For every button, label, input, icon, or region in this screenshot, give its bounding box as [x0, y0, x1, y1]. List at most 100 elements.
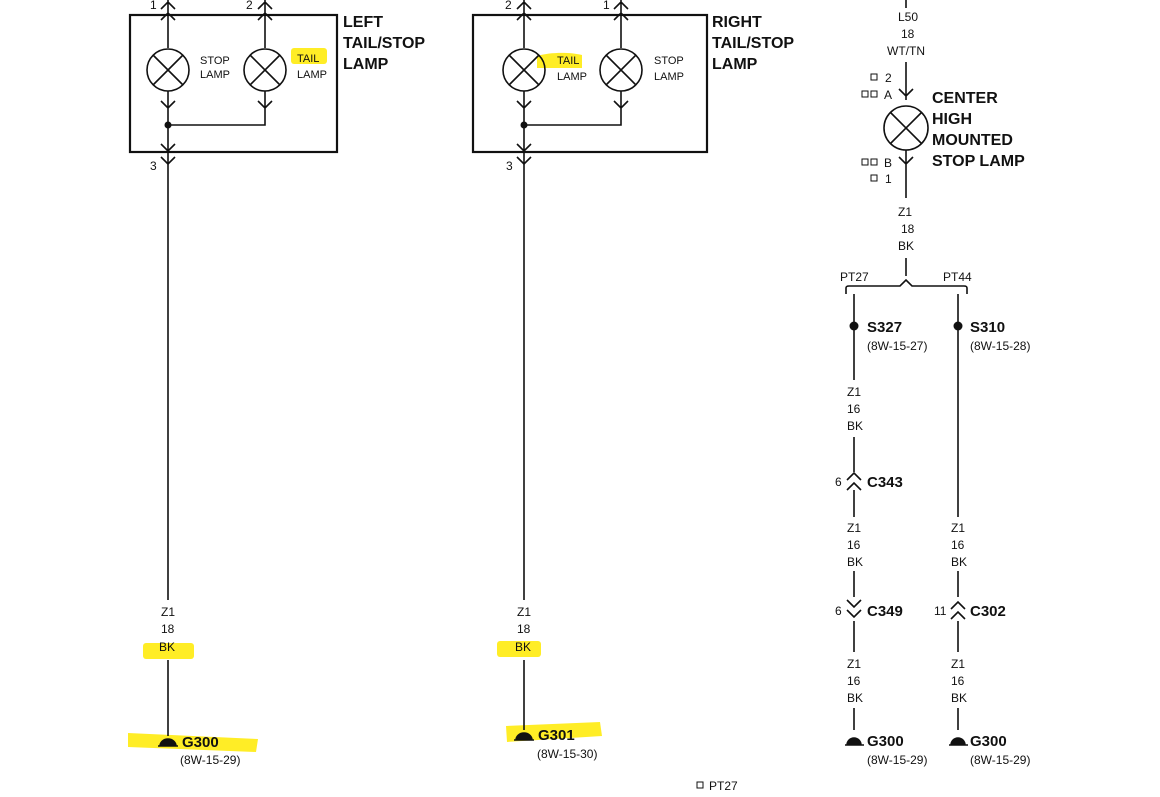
right-pin-1-connector-icon: [613, 0, 629, 48]
right-lamp-title-2: TAIL/STOP: [712, 35, 794, 52]
left-tail-stop-lamp-assembly: 1 2 STOP LAMP TAIL LAMP 3 LEFT TAIL/STOP…: [128, 0, 425, 173]
legend-pt27: PT27: [709, 779, 738, 793]
pin-b-square-3-icon: [870, 174, 878, 182]
highlight-left-bk: [143, 643, 194, 659]
left-stop-bulb-icon: [146, 48, 190, 92]
left-wire-2: 18: [161, 622, 175, 636]
c349-pin: 6: [835, 604, 842, 618]
pin-b-square-2-icon: [870, 158, 878, 166]
chmsl-out-wire-top: [898, 150, 914, 198]
chmsl-title-2: HIGH: [932, 111, 972, 128]
right-internal-wiring: [516, 91, 629, 166]
s327-ref: (8W-15-27): [867, 339, 927, 353]
pin-a-square-icon: [870, 73, 878, 81]
wire-b1-1: Z1: [951, 521, 965, 535]
g300-b-label: G300: [970, 733, 1007, 750]
pin-a-square-3-icon: [870, 90, 878, 98]
left-lamp-box: [128, 13, 339, 154]
g300-a-ground-icon: [845, 737, 864, 746]
left-lamp-title-2: TAIL/STOP: [343, 35, 425, 52]
right-stop-lamp-label-1: STOP: [654, 55, 684, 67]
left-pin-3-connector-icon: [160, 156, 176, 166]
wire-a2-3: BK: [847, 555, 863, 569]
left-splice-dot: [164, 121, 172, 129]
left-wire-3: BK: [159, 640, 175, 654]
c343-pin: 6: [835, 475, 842, 489]
highlight-right-bk: [497, 641, 541, 657]
g300-a-label: G300: [867, 733, 904, 750]
wire-a3-3: BK: [847, 691, 863, 705]
wire-a3-2: 16: [847, 674, 861, 688]
g300-a-ref: (8W-15-29): [867, 753, 927, 767]
pin-a-square-2-icon: [861, 90, 869, 98]
left-stop-lamp-label-2: LAMP: [200, 69, 230, 81]
left-internal-wiring: [160, 91, 273, 166]
right-lamp-box: [471, 13, 709, 154]
c343-connector-icon: [846, 471, 862, 491]
wire-b2-2: 16: [951, 674, 965, 688]
right-tail-lamp-label-2: LAMP: [557, 71, 587, 83]
chmsl-pin-b: B: [884, 156, 892, 170]
chmsl-title-1: CENTER: [932, 90, 998, 107]
right-pin-2-connector-icon: [516, 0, 532, 48]
left-pin-1-connector-icon: [160, 0, 176, 48]
left-g300-ref: (8W-15-29): [180, 753, 240, 767]
chmsl-out-1: Z1: [898, 205, 912, 219]
g300-b-ground-icon: [949, 737, 968, 746]
right-wire-3: BK: [515, 640, 531, 654]
highlight-marks: [128, 48, 602, 752]
right-stop-lamp-label-2: LAMP: [654, 71, 684, 83]
g301-ref: (8W-15-30): [537, 747, 597, 761]
left-tail-lamp-label-2: LAMP: [297, 69, 327, 81]
right-tail-stop-lamp-assembly: 2 1 TAIL LAMP STOP LAMP 3 RIGHT TAIL/STO…: [471, 0, 794, 173]
c302-connector-icon: [950, 600, 966, 620]
right-splice-dot: [520, 121, 528, 129]
wire-a1-2: 16: [847, 402, 861, 416]
wire-b1-2: 16: [951, 538, 965, 552]
wire-a3-1: Z1: [847, 657, 861, 671]
left-tail-lamp-label-1: TAIL: [297, 53, 319, 65]
right-tail-lamp-label-1: TAIL: [557, 55, 579, 67]
chmsl-feed-1: L50: [898, 10, 918, 24]
left-tail-bulb-icon: [243, 48, 287, 92]
pin-b-square-icon: [861, 158, 869, 166]
s310-label: S310: [970, 319, 1005, 336]
left-ground-icon: [158, 738, 178, 747]
left-stop-lamp-label-1: STOP: [200, 55, 230, 67]
left-pin-1-label: 1: [150, 0, 157, 12]
chmsl-assembly: L50 18 WT/TN 2 A CENTER HIGH MOUNTED STO…: [861, 0, 1025, 276]
chmsl-feed-wire: [898, 0, 914, 100]
highlight-left-tail: [291, 48, 327, 64]
right-wire-2: 18: [517, 622, 531, 636]
chmsl-pin-b-num: 1: [885, 172, 892, 186]
c349-label: C349: [867, 603, 903, 620]
c302-pin: 11: [934, 604, 947, 618]
left-wire-1: Z1: [161, 605, 175, 619]
wire-a2-1: Z1: [847, 521, 861, 535]
right-tail-bulb-icon: [502, 48, 546, 92]
s327-label: S327: [867, 319, 902, 336]
c343-label: C343: [867, 474, 903, 491]
right-pin-3-connector-icon: [516, 156, 532, 166]
s327-splice-dot: [849, 321, 859, 331]
chmsl-pin-a: A: [884, 88, 892, 102]
right-stop-bulb-icon: [599, 48, 643, 92]
left-pin-3-label: 3: [150, 159, 157, 173]
s310-ref: (8W-15-28): [970, 339, 1030, 353]
wire-a1-1: Z1: [847, 385, 861, 399]
legend-square-icon: [696, 781, 704, 789]
chmsl-bulb-icon: [883, 105, 929, 151]
right-lamp-title-1: RIGHT: [712, 14, 762, 31]
s310-splice-dot: [953, 321, 963, 331]
split-bracket: [845, 278, 968, 294]
chmsl-title-3: MOUNTED: [932, 132, 1013, 149]
chmsl-feed-2: 18: [901, 27, 915, 41]
wire-b1-3: BK: [951, 555, 967, 569]
left-pin-2-label: 2: [246, 0, 253, 12]
left-g300-label: G300: [182, 734, 219, 751]
right-lamp-title-3: LAMP: [712, 56, 758, 73]
g300-b-ref: (8W-15-29): [970, 753, 1030, 767]
wire-b2-1: Z1: [951, 657, 965, 671]
right-pin-3-label: 3: [506, 159, 513, 173]
